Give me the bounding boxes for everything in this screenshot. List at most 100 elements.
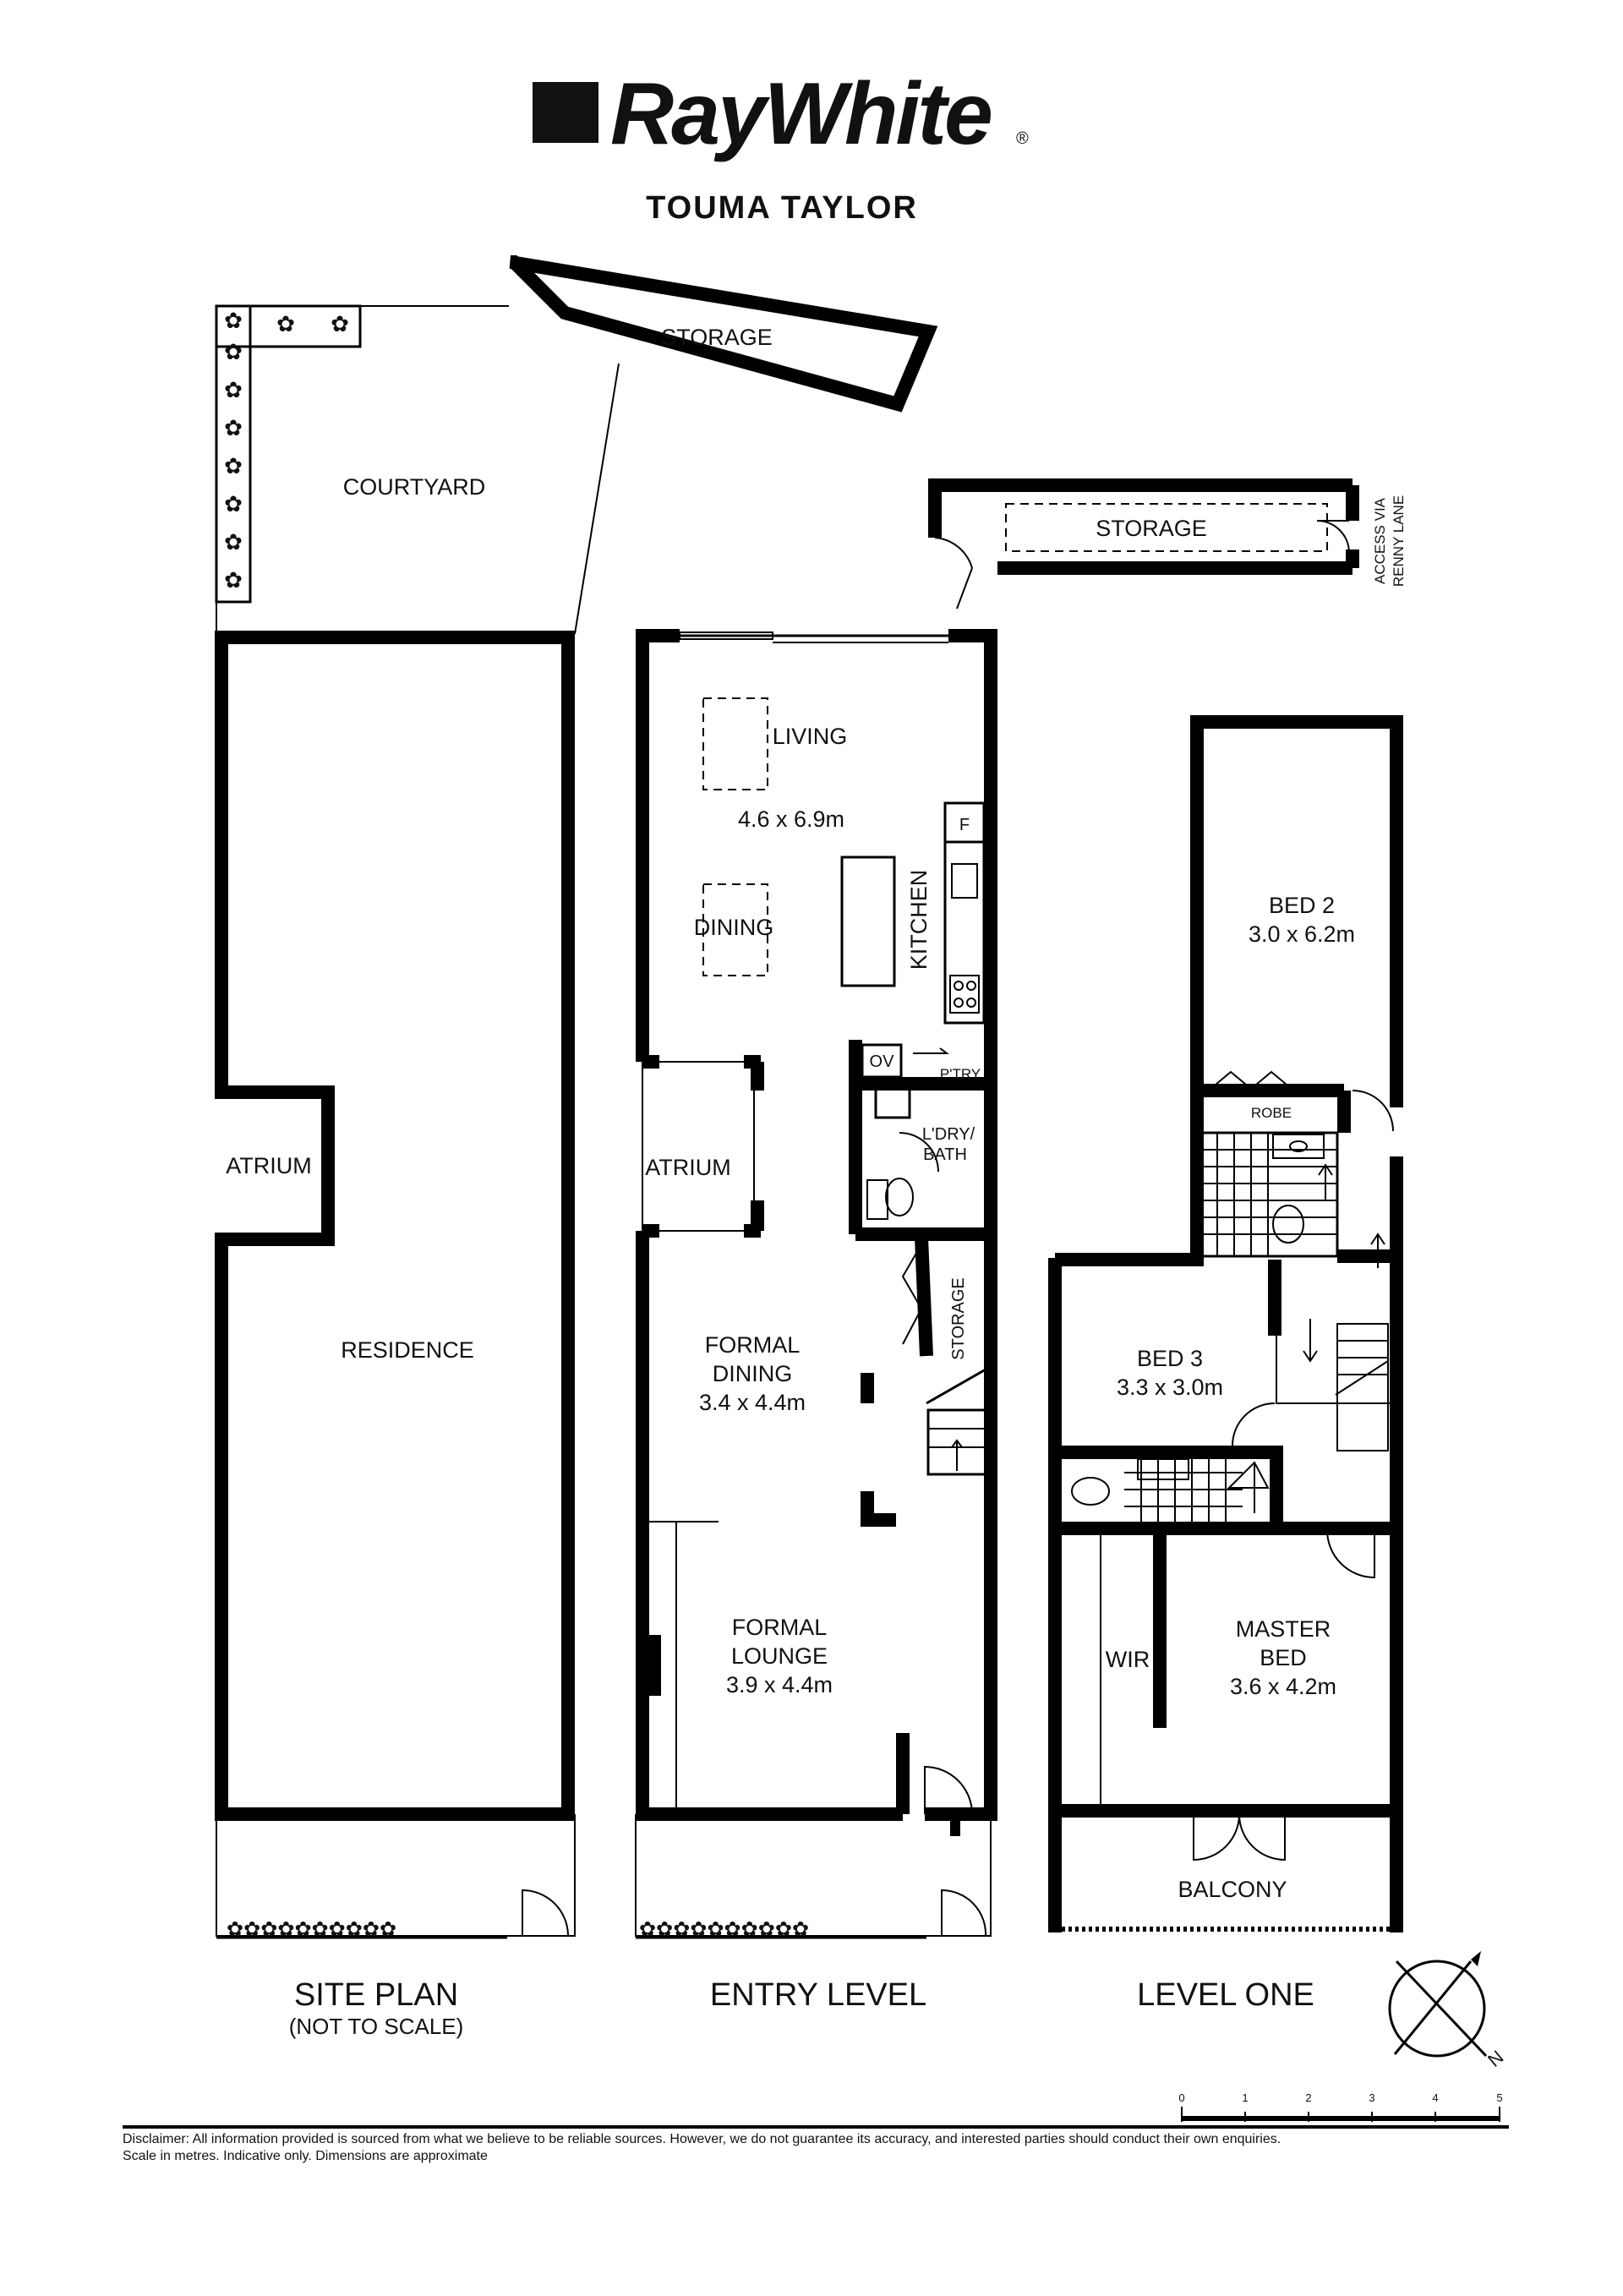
kitchen-label: KITCHEN bbox=[906, 870, 932, 970]
svg-text:✿: ✿ bbox=[224, 308, 243, 333]
scale-tick-1: 1 bbox=[1242, 2091, 1248, 2104]
svg-text:✿: ✿ bbox=[224, 491, 243, 517]
svg-text:✿: ✿ bbox=[276, 311, 295, 336]
robe-label: ROBE bbox=[1251, 1105, 1292, 1121]
site-front-yard bbox=[216, 1814, 576, 1937]
formal-dining-dims: 3.4 x 4.4m bbox=[699, 1390, 806, 1415]
kitchen-sink-icon bbox=[951, 863, 978, 899]
bath2-toilet-icon bbox=[1071, 1477, 1110, 1506]
scale-tick-5: 5 bbox=[1496, 2091, 1502, 2104]
upper-bath-tiles bbox=[1200, 1133, 1337, 1256]
brand-logo: RayWhite ® bbox=[533, 65, 1029, 163]
disclaimer-line-2: Scale in metres. Indicative only. Dimens… bbox=[123, 2149, 488, 2163]
formal-dining-corner bbox=[861, 1491, 896, 1527]
master-window-1 bbox=[1098, 1807, 1145, 1815]
upper-bath-basin-icon bbox=[1272, 1134, 1325, 1159]
upper-bath-toilet-icon bbox=[1272, 1205, 1304, 1244]
entry-storage-shelf bbox=[1005, 503, 1328, 552]
master-dims: 3.6 x 4.2m bbox=[1230, 1674, 1336, 1699]
site-storage-label: STORAGE bbox=[661, 325, 773, 350]
scale-tick-0: 0 bbox=[1178, 2091, 1184, 2104]
living-table bbox=[702, 697, 768, 790]
disclaimer: Disclaimer: All information provided is … bbox=[123, 2131, 1509, 2165]
cooktop-icon bbox=[949, 975, 980, 1014]
master-window-2 bbox=[1298, 1807, 1345, 1815]
brand-square-icon bbox=[533, 82, 598, 143]
bed2-window-side-1 bbox=[1193, 743, 1201, 829]
svg-text:✿: ✿ bbox=[224, 339, 243, 364]
scale-tick-2: 2 bbox=[1305, 2091, 1311, 2104]
balcony-label: BALCONY bbox=[1178, 1877, 1287, 1902]
stair-up-arrow bbox=[1370, 1233, 1385, 1268]
storage-bifold-door bbox=[901, 1244, 923, 1345]
entry-storage-door-left bbox=[934, 537, 973, 610]
fridge-label: F bbox=[959, 816, 970, 834]
residence-outline bbox=[215, 631, 575, 1821]
stair-diagonal bbox=[1335, 1360, 1389, 1396]
courtyard-diagonal bbox=[574, 363, 620, 635]
compass-north-label: N bbox=[1484, 2046, 1507, 2070]
living-label: LIVING bbox=[773, 724, 848, 749]
courtyard-label: COURTYARD bbox=[343, 474, 486, 500]
upper-bath-basin-bowl bbox=[1289, 1140, 1308, 1152]
master-label-1: MASTER bbox=[1236, 1616, 1331, 1642]
bed2-window-1 bbox=[1240, 718, 1296, 726]
level-one-shell bbox=[1048, 715, 1403, 1266]
entry-front-yard bbox=[635, 1814, 992, 1937]
disclaimer-line-1: Disclaimer: All information provided is … bbox=[123, 2132, 1281, 2146]
fireplace bbox=[642, 1635, 661, 1696]
compass-icon bbox=[1388, 1951, 1488, 2058]
entry-storage-door-right bbox=[1316, 520, 1350, 554]
entry-arrow-icon bbox=[943, 1807, 967, 1836]
level-one-title: LEVEL ONE bbox=[1137, 1977, 1314, 2013]
courtyard-boundary bbox=[216, 305, 509, 634]
laundry-label: L'DRY/ bbox=[922, 1125, 975, 1144]
scale-tick-4: 4 bbox=[1432, 2091, 1438, 2104]
upper-hall-door bbox=[1352, 1090, 1394, 1132]
bath2-shower-icon bbox=[1227, 1461, 1270, 1513]
bath-label: BATH bbox=[923, 1145, 967, 1164]
master-label-2: BED bbox=[1260, 1645, 1307, 1670]
svg-text:✿: ✿ bbox=[224, 529, 243, 555]
bath-toilet-icon bbox=[885, 1178, 914, 1216]
planter-left bbox=[215, 304, 252, 604]
entry-level: STORAGE ACCESS VIA RENNY LANE ATRIUM LIV… bbox=[635, 478, 1407, 1941]
site-front-gate-door bbox=[522, 1889, 569, 1937]
residence-label: RESIDENCE bbox=[341, 1337, 474, 1363]
balcony-french-doors bbox=[1193, 1813, 1286, 1861]
bed2-dims: 3.0 x 6.2m bbox=[1249, 921, 1355, 947]
entry-shell-top-left bbox=[636, 629, 680, 1062]
access-label-line2: RENNY LANE bbox=[1391, 495, 1407, 587]
svg-text:✿: ✿ bbox=[224, 415, 243, 440]
stair-down-arrow bbox=[1303, 1319, 1318, 1363]
master-door bbox=[1326, 1529, 1375, 1579]
bed2-window-2 bbox=[1301, 718, 1357, 726]
entry-level-title: ENTRY LEVEL bbox=[710, 1977, 926, 2013]
site-storage-outline bbox=[509, 255, 938, 413]
pantry-label: P'TRY bbox=[940, 1066, 981, 1082]
level-one: BED 2 3.0 x 6.2m ROBE BED 3 3.3 x 3.0m bbox=[1048, 715, 1403, 1932]
formal-lounge-dims: 3.9 x 4.4m bbox=[726, 1672, 833, 1697]
bed2-label: BED 2 bbox=[1269, 893, 1335, 918]
bed3-window-1 bbox=[1081, 1254, 1117, 1262]
office-name: TOUMA TAYLOR bbox=[646, 190, 918, 226]
dining-table bbox=[702, 883, 768, 976]
bed2-window-side-3 bbox=[1193, 1014, 1201, 1100]
formal-dining-label-1: FORMAL bbox=[705, 1332, 801, 1358]
scale-bar: 0 1 2 3 4 5 bbox=[1178, 2091, 1503, 2122]
formal-dining-label-2: DINING bbox=[713, 1361, 793, 1386]
living-dims: 4.6 x 6.9m bbox=[738, 806, 844, 832]
front-door-swing bbox=[924, 1765, 973, 1815]
entry-shell-left-lower bbox=[636, 1231, 903, 1821]
pantry-door bbox=[913, 1047, 949, 1054]
formal-lounge-label-1: FORMAL bbox=[732, 1615, 828, 1640]
bed3-window-2 bbox=[1123, 1254, 1159, 1262]
site-plan-title: SITE PLAN bbox=[294, 1977, 458, 2013]
scale-tick-3: 3 bbox=[1369, 2091, 1374, 2104]
brand-registered-mark: ® bbox=[1016, 129, 1029, 148]
bed3-door bbox=[1232, 1402, 1276, 1446]
entry-front-gate-door bbox=[941, 1889, 987, 1937]
entry-atrium-box bbox=[642, 1061, 755, 1232]
bath2-basin-icon bbox=[1137, 1458, 1189, 1480]
